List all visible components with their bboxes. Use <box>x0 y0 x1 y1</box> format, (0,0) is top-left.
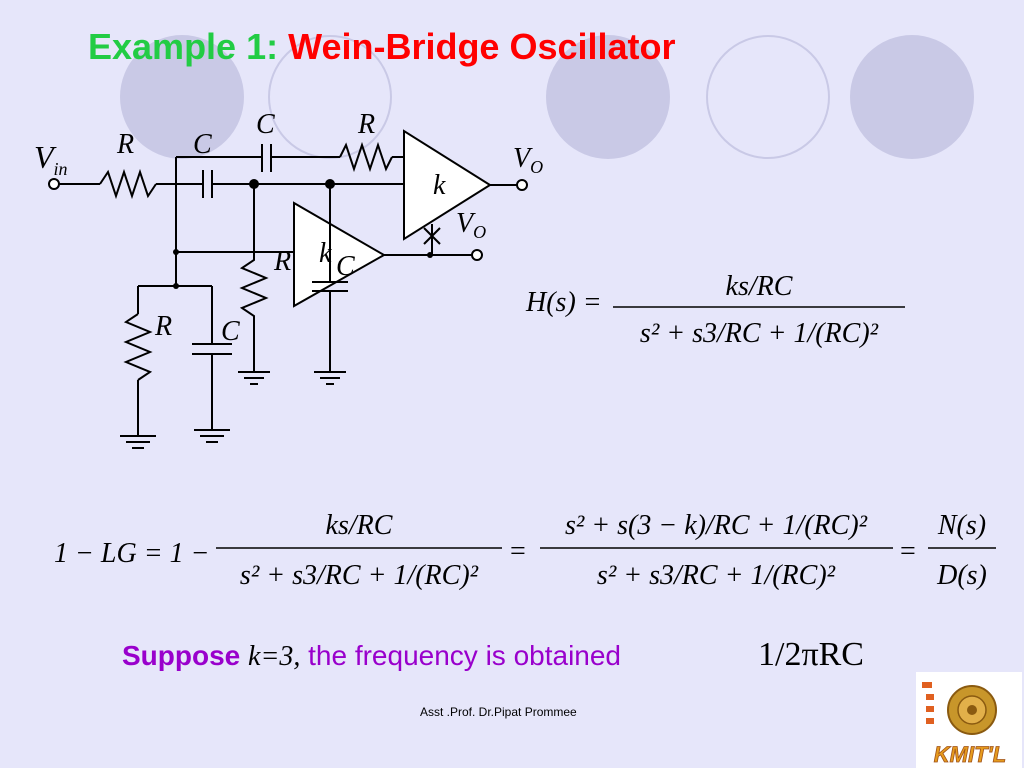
title-main: Wein-Bridge Oscillator <box>288 26 676 67</box>
eq-lg-lhs: 1 − LG = 1 − <box>54 538 209 569</box>
title-prefix: Example 1: <box>88 26 279 67</box>
r-bottom-resistor <box>123 313 153 381</box>
amp-gain-label-mid: k <box>319 238 332 269</box>
vo-mid-sub: O <box>473 222 486 242</box>
eq-lg-frac3-den: D(s) <box>936 560 987 591</box>
svg-text:KMIT'L: KMIT'L <box>934 742 1006 767</box>
kmitl-logo: KMIT'L <box>916 672 1022 768</box>
vo-top-label: V <box>513 143 533 174</box>
decor-circle-3 <box>546 35 670 159</box>
suppose-condition: k=3, <box>248 641 301 672</box>
svg-text:VO: VO <box>456 208 486 242</box>
r-mid-label: R <box>273 246 291 277</box>
eq-h-numerator: ks/RC <box>726 271 793 302</box>
r-top-label: R <box>357 109 375 140</box>
eq-lg-equals-1: = <box>510 536 526 567</box>
eq-lg-equals-2: = <box>900 536 916 567</box>
slide-title: Example 1: Wein-Bridge Oscillator <box>88 26 676 68</box>
decor-circle-5 <box>850 35 974 159</box>
frequency-formula: 1/2πRC <box>758 636 864 673</box>
c-input-label: C <box>193 129 212 160</box>
r-input-resistor <box>99 168 157 200</box>
vin-label: V <box>34 139 57 175</box>
eq-lg-frac2-num: s² + s(3 − k)/RC + 1/(RC)² <box>565 510 868 541</box>
eq-lg-frac1-den: s² + s3/RC + 1/(RC)² <box>240 560 479 591</box>
r-top-resistor <box>339 141 393 173</box>
eq-lg-frac2-den: s² + s3/RC + 1/(RC)² <box>597 560 836 591</box>
c-top-label: C <box>256 109 275 140</box>
suppose-statement: Suppose k=3, the frequency is obtained <box>122 640 621 673</box>
vo-top-sub: O <box>530 157 543 177</box>
r-mid-resistor <box>239 252 269 372</box>
decor-circle-4 <box>706 35 830 159</box>
vin-sub: in <box>54 159 68 179</box>
c-bottom-label: C <box>221 316 240 347</box>
eq-h-denominator: s² + s3/RC + 1/(RC)² <box>640 318 879 349</box>
c-mid-label: C <box>336 251 355 282</box>
decor-circle-1 <box>120 35 244 159</box>
amplifier-k-mid <box>293 201 387 308</box>
amplifier-k-top <box>403 129 492 241</box>
amp-gain-label-top: k <box>433 170 446 201</box>
suppose-rest: the frequency is obtained <box>308 640 622 671</box>
eq-lg-frac3-num: N(s) <box>937 510 986 541</box>
footer-author: Asst .Prof. Dr.Pipat Prommee <box>420 705 577 719</box>
svg-text:Vin: Vin <box>34 139 68 179</box>
r-bottom-label: R <box>154 311 172 342</box>
suppose-word: Suppose <box>122 640 241 671</box>
vo-mid-label: V <box>456 208 476 239</box>
svg-text:VO: VO <box>513 143 543 177</box>
eq-h-lhs: H(s) = <box>525 287 602 318</box>
r-input-label: R <box>116 129 134 160</box>
eq-lg-frac1-num: ks/RC <box>326 510 393 541</box>
